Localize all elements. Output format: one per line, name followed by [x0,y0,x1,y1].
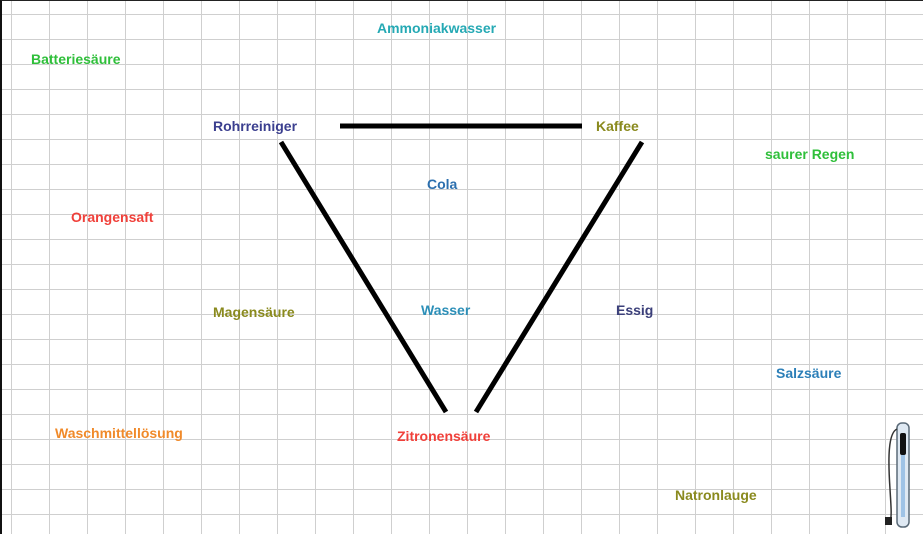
label-ammoniakwasser[interactable]: Ammoniakwasser [377,20,497,36]
label-salzsaeure[interactable]: Salzsäure [776,365,842,381]
label-rohrreiniger[interactable]: Rohrreiniger [213,118,298,134]
line-rohrreiniger-zitronensaeure [278,140,449,414]
label-saurer-regen[interactable]: saurer Regen [765,146,855,162]
label-cola[interactable]: Cola [427,176,458,192]
label-natronlauge[interactable]: Natronlauge [675,487,757,503]
label-magensaeure[interactable]: Magensäure [213,304,295,320]
label-orangensaft[interactable]: Orangensaft [71,209,154,225]
label-batteriesaeure[interactable]: Batteriesäure [31,51,121,67]
label-essig[interactable]: Essig [616,302,654,318]
label-wasser[interactable]: Wasser [421,302,471,318]
label-zitronensaeure[interactable]: Zitronensäure [397,428,491,444]
line-kaffee-zitronensaeure [473,140,645,414]
label-waschmittelloesung[interactable]: Waschmittellösung [55,425,183,441]
label-kaffee[interactable]: Kaffee [596,118,639,134]
ph-electrode-icon[interactable] [882,419,912,531]
